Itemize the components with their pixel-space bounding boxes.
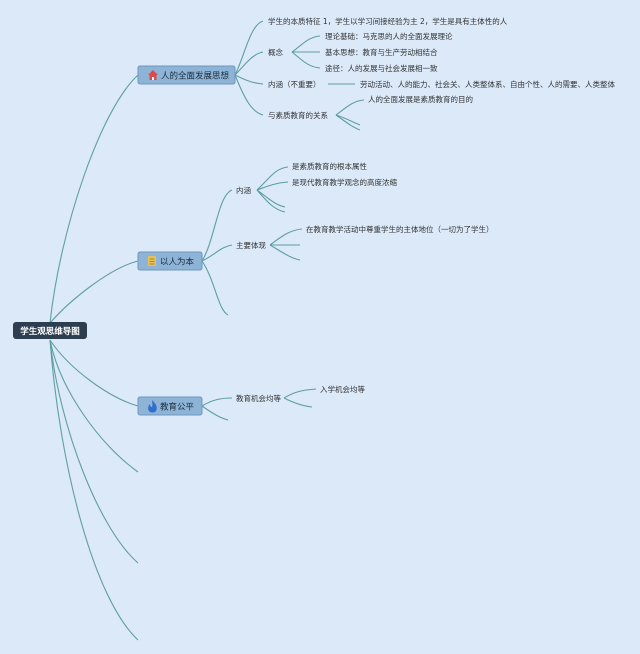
root-node[interactable]: 学生观思维导图: [13, 322, 87, 339]
flame-icon: [148, 400, 157, 413]
node-教育机会均等[interactable]: 教育机会均等: [236, 393, 281, 403]
root-label: 学生观思维导图: [20, 326, 80, 337]
node-劳动活动[interactable]: 劳动活动、人的能力、社会关、人类整体系、自由个性、人的需要、人类整体: [360, 79, 615, 89]
branch-node-全面发展[interactable]: 人的全面发展思想: [137, 65, 236, 85]
branch2-connectors: [201, 166, 303, 316]
node-与素质教育的关系[interactable]: 与素质教育的关系: [268, 110, 328, 120]
branch-label-3: 教育公平: [160, 402, 195, 413]
node-高度浓缩[interactable]: 是现代教育教学观念的高度浓缩: [292, 177, 397, 187]
root-connectors: [49, 74, 139, 641]
scroll-icon: [148, 256, 156, 266]
house-icon: [148, 70, 158, 80]
branch-node-教育公平[interactable]: 教育公平: [137, 396, 203, 416]
node-途径[interactable]: 途径：人的发展与社会发展相一致: [325, 63, 438, 73]
branch1-connectors: [234, 20, 365, 131]
connector-root-empty1: [49, 339, 139, 473]
connector-root-empty3: [49, 339, 139, 641]
branch-label-1: 人的全面发展思想: [161, 71, 230, 82]
node-全面发展目的[interactable]: 人的全面发展是素质教育的目的: [368, 94, 473, 104]
branch-node-以人为本[interactable]: 以人为本: [137, 251, 203, 271]
connector-root-branch2: [49, 260, 139, 324]
node-主要体现[interactable]: 主要体现: [236, 240, 266, 250]
connector-root-empty2: [49, 339, 139, 564]
node-尊重主体地位[interactable]: 在教育教学活动中尊重学生的主体地位（一切为了学生）: [306, 224, 494, 234]
branch-label-2: 以人为本: [160, 257, 195, 268]
branch3-connectors: [201, 388, 317, 421]
node-内涵不重要[interactable]: 内涵（不重要）: [268, 79, 321, 89]
node-内涵[interactable]: 内涵: [236, 185, 251, 195]
node-基本思想[interactable]: 基本思想：教育与生产劳动相结合: [325, 47, 438, 57]
node-入学机会均等[interactable]: 入学机会均等: [320, 384, 365, 394]
node-概念[interactable]: 概念: [268, 47, 283, 57]
node-理论基础[interactable]: 理论基础：马克思的人的全面发展理论: [325, 31, 453, 41]
node-学生本质特征[interactable]: 学生的本质特征 1，学生以学习间接经验为主 2，学生是具有主体性的人: [268, 16, 508, 26]
connector-root-branch1: [49, 74, 139, 324]
node-根本属性[interactable]: 是素质教育的根本属性: [292, 161, 367, 171]
connector-root-branch3: [49, 339, 139, 407]
